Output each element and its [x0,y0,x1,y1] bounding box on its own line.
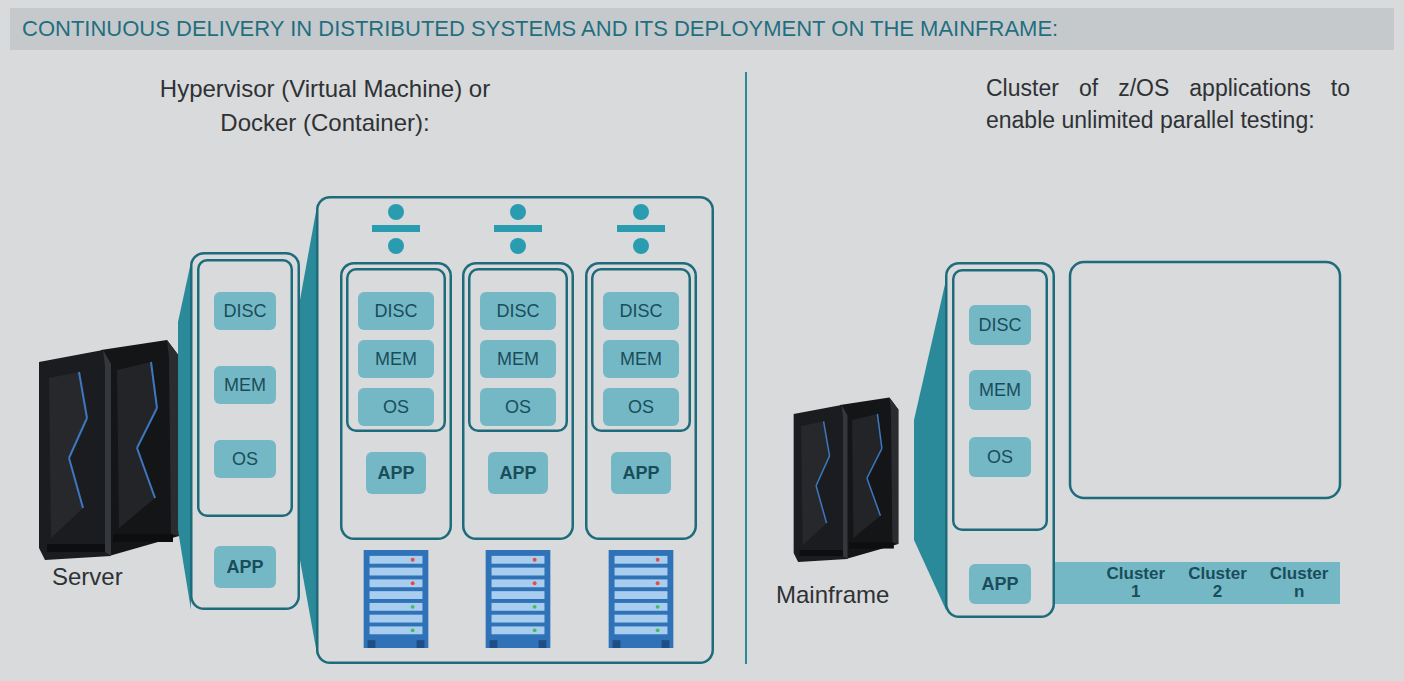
node-text: MEM [497,349,539,370]
resource-box: OS [480,388,556,426]
resource-box: DISC [358,292,434,330]
title: CONTINUOUS DELIVERY IN DISTRIBUTED SYSTE… [10,16,1058,42]
resource-frame: DISC MEM OS [952,269,1048,531]
resource-frame: DISC MEM OS [591,268,691,432]
group-frame: DISC MEM OS APP [945,262,1055,618]
resource-box: MEM [480,340,556,378]
link-wedge [914,280,946,610]
node-text: OS [628,397,654,418]
node-text: DISC [619,301,662,322]
resource-frame: DISC MEM OS [346,268,446,432]
title-bar: CONTINUOUS DELIVERY IN DISTRIBUTED SYSTE… [10,8,1394,50]
node-text: APP [377,463,414,484]
divide-symbols [372,204,665,254]
node-text: DISC [978,315,1021,336]
device-label: Server [52,560,172,594]
node-text: DISC [496,301,539,322]
mainframe-image [794,397,899,562]
node-text: APP [226,557,263,578]
node-text: Cluster n [1270,565,1329,601]
resource-box: MEM [214,366,276,404]
resource-box: DISC [603,292,679,330]
section-heading: Hypervisor (Virtual Machine) or Docker (… [135,72,515,139]
link-wedge [300,206,317,654]
rack-icon [486,550,551,648]
empty-cluster-area [1070,262,1340,498]
group-frame: DISC MEM OS APP [462,262,574,540]
app-box: APP [488,452,548,494]
resource-box: OS [969,437,1031,477]
app-box: APP [611,452,671,494]
node-text: Cluster 2 [1188,565,1247,601]
node-text: DISC [374,301,417,322]
group-frame: DISC MEM OS APP DISC MEM OS APP DISC MEM OS APP [316,196,714,664]
node-text: APP [622,463,659,484]
node-text: DISC [223,301,266,322]
resource-frame: DISC MEM OS [197,259,293,517]
app-box: APP [214,546,276,588]
node-text: OS [987,447,1013,468]
node-text: OS [383,397,409,418]
rack-icon [364,550,429,648]
node-text: APP [499,463,536,484]
node-text: MEM [224,375,266,396]
rack-icon [609,550,674,648]
resource-box: OS [214,440,276,478]
divider-line [745,72,747,664]
link-wedge [178,262,191,610]
node-text: OS [505,397,531,418]
resource-box: MEM [969,370,1031,410]
node-text: MEM [375,349,417,370]
node-text: OS [232,449,258,470]
section-heading: Cluster of z/OS applications to enable u… [986,72,1350,136]
resource-box: DISC [214,292,276,330]
node-text: APP [981,574,1018,595]
app-box: APP [969,564,1031,604]
resource-box: MEM [603,340,679,378]
resource-box: DISC [480,292,556,330]
server-image [39,340,179,560]
app-box: APP [366,452,426,494]
group-frame: DISC MEM OS APP [190,252,300,610]
resource-box: DISC [969,305,1031,345]
cluster-band: Cluster 1 Cluster 2 Cluster n [1055,562,1340,604]
node-text: MEM [979,380,1021,401]
device-label: Mainframe [776,578,916,612]
resource-box: OS [603,388,679,426]
group-frame: DISC MEM OS APP [340,262,452,540]
resource-box: MEM [358,340,434,378]
resource-box: OS [358,388,434,426]
resource-frame: DISC MEM OS [468,268,568,432]
node-text: Cluster 1 [1107,565,1166,601]
group-frame: DISC MEM OS APP [585,262,697,540]
node-text: MEM [620,349,662,370]
